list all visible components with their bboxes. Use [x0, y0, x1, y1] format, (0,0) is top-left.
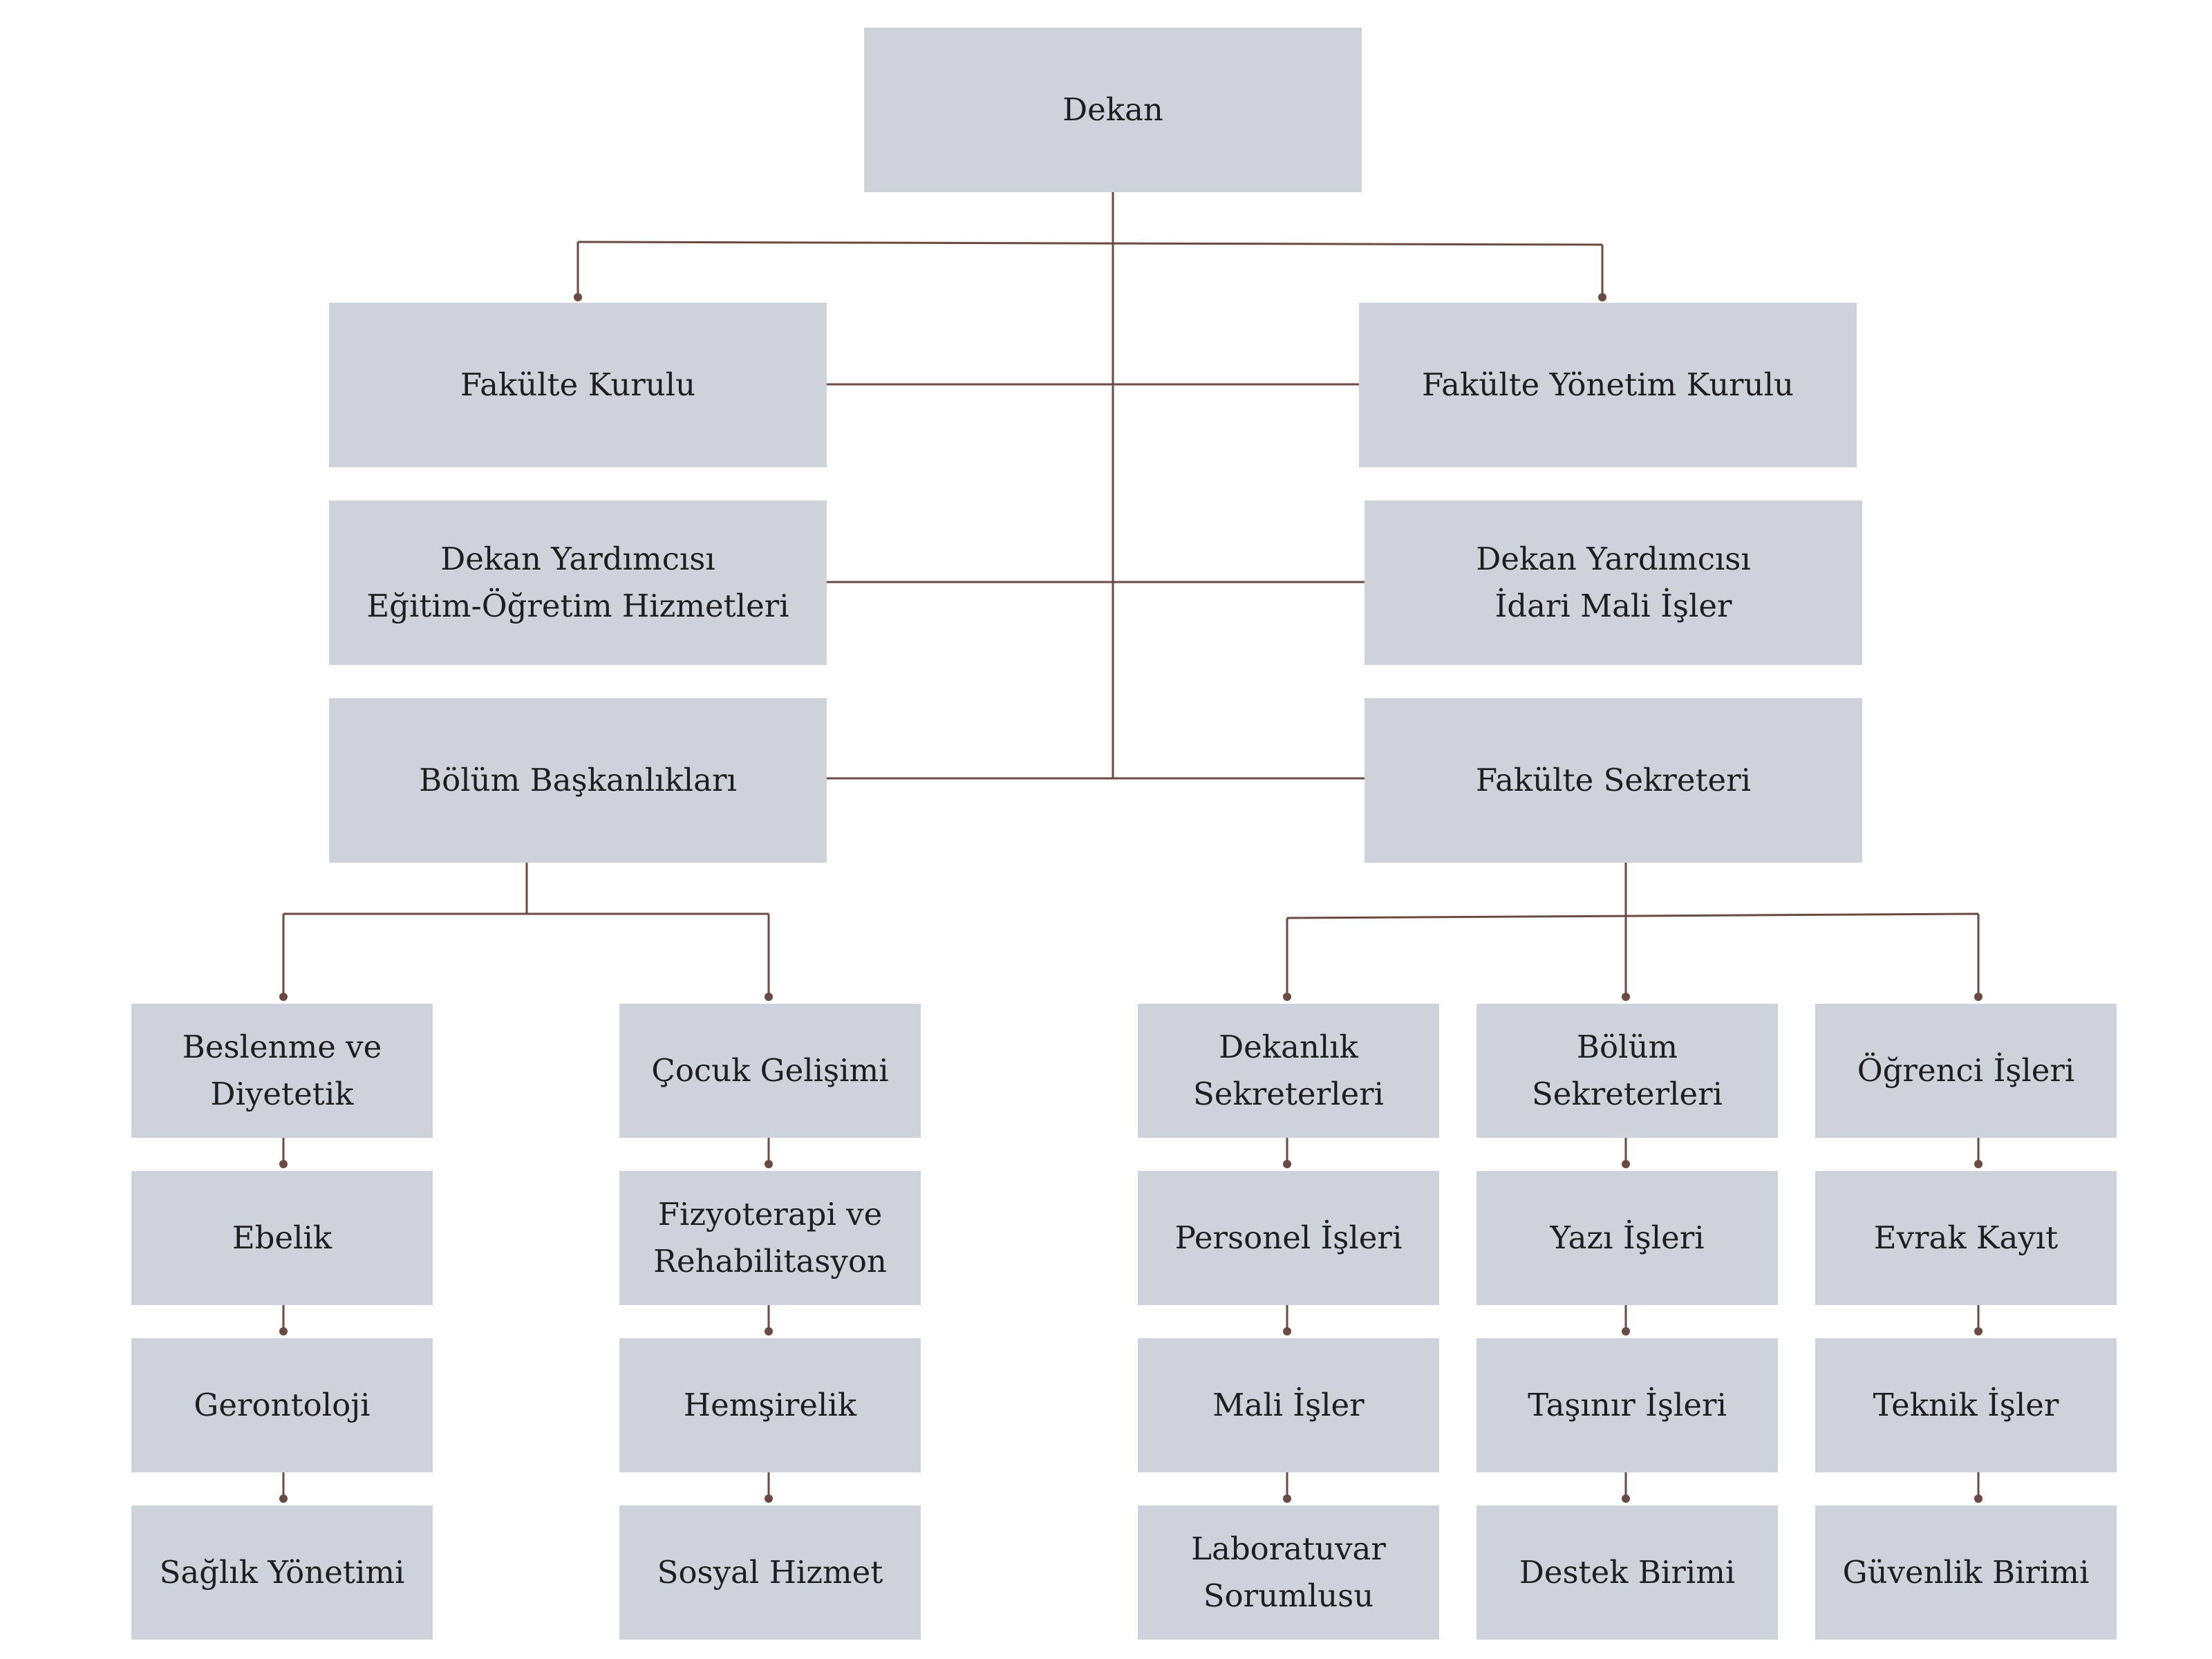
node-bolum-sekreterleri: Bölüm Sekreterleri: [1477, 1004, 1778, 1138]
connector-dot-17: [1622, 1327, 1630, 1335]
node-ebelik: Ebelik: [131, 1171, 433, 1305]
connector-dot-4: [1283, 993, 1291, 1001]
node-fakulte-sekreteri: Fakülte Sekreteri: [1365, 698, 1862, 863]
connector-dot-18: [1622, 1494, 1630, 1503]
node-hemsirelik: Hemşirelik: [619, 1338, 921, 1472]
node-destek-birimi: Destek Birimi: [1477, 1506, 1778, 1640]
connector-dot-20: [1974, 1327, 1983, 1335]
connector-dot-16: [1622, 1160, 1630, 1168]
node-fakulte-yonetim-kurulu: Fakülte Yönetim Kurulu: [1359, 303, 1857, 467]
connector-dot-10: [765, 1160, 773, 1168]
connector-dot-7: [279, 1160, 288, 1168]
connector-dot-5: [1622, 993, 1630, 1001]
node-fakulte-kurulu: Fakülte Kurulu: [329, 303, 827, 467]
node-ogrenci-isleri: Öğrenci İşleri: [1815, 1004, 2117, 1138]
connector-dot-13: [1283, 1160, 1291, 1168]
node-cocuk-gelisimi: Çocuk Gelişimi: [619, 1004, 921, 1138]
node-guvenlik-birimi: Güvenlik Birimi: [1815, 1506, 2117, 1640]
node-fizyoterapi-ve-rehabilitasyon: Fizyoterapi ve Rehabilitasyon: [619, 1171, 921, 1305]
connector-dot-9: [279, 1494, 288, 1503]
connector-dot-2: [279, 993, 288, 1001]
node-bolum-baskanliklari: Bölüm Başkanlıkları: [329, 698, 827, 863]
node-teknik-isler: Teknik İşler: [1815, 1338, 2117, 1472]
connector-dot-3: [765, 993, 773, 1001]
node-dekan-yardimcisi-idari: Dekan Yardımcısı İdari Mali İşler: [1365, 500, 1862, 665]
connector-dot-8: [279, 1327, 288, 1335]
connector-dot-1: [1598, 293, 1606, 301]
node-dekan: Dekan: [864, 28, 1362, 192]
node-mali-isler: Mali İşler: [1138, 1338, 1439, 1472]
connector-dot-0: [574, 293, 582, 301]
node-laboratuvar-sorumlusu: Laboratuvar Sorumlusu: [1138, 1506, 1439, 1640]
connector-dot-15: [1283, 1494, 1291, 1503]
node-evrak-kayit: Evrak Kayıt: [1815, 1171, 2117, 1305]
connector-line-1: [577, 241, 1603, 246]
node-beslenme-ve-diyetetik: Beslenme ve Diyetetik: [131, 1004, 433, 1138]
node-dekanlik-sekreterleri: Dekanlık Sekreterleri: [1138, 1004, 1439, 1138]
node-dekan-yardimcisi-egitim: Dekan Yardımcısı Eğitim-Öğretim Hizmetle…: [329, 500, 827, 665]
connector-dot-12: [765, 1494, 773, 1503]
connector-dot-19: [1974, 1160, 1983, 1168]
node-sosyal-hizmet: Sosyal Hizmet: [619, 1506, 921, 1640]
node-yazi-isleri: Yazı İşleri: [1477, 1171, 1778, 1305]
connector-dot-14: [1283, 1327, 1291, 1335]
connector-dot-21: [1974, 1494, 1983, 1503]
connector-line-12: [1286, 912, 1979, 919]
node-personel-isleri: Personel İşleri: [1138, 1171, 1439, 1305]
connector-dot-6: [1974, 993, 1983, 1001]
connector-dot-11: [765, 1327, 773, 1335]
node-tasinir-isleri: Taşınır İşleri: [1477, 1338, 1778, 1472]
node-saglik-yonetimi: Sağlık Yönetimi: [131, 1506, 433, 1640]
node-gerontoloji: Gerontoloji: [131, 1338, 433, 1472]
